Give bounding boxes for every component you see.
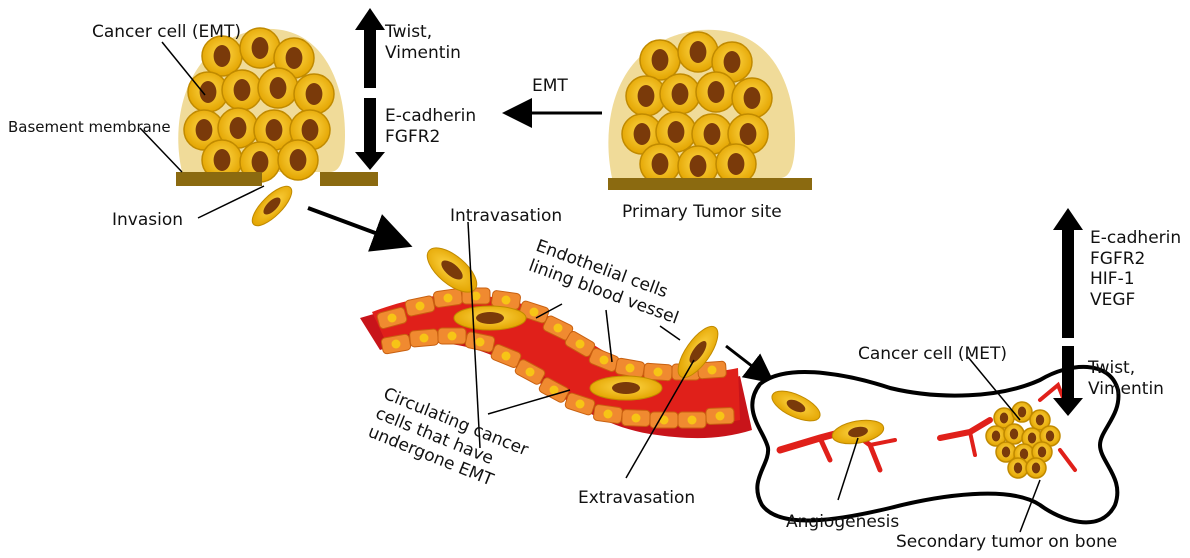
met-up-arrow: [1053, 208, 1083, 338]
secondary-nucleus: [992, 431, 1000, 442]
endothelial-nucleus: [626, 364, 635, 373]
endothelial-nucleus: [526, 368, 535, 377]
emt-tumor-cluster: [178, 28, 345, 182]
emt-label: EMT: [532, 76, 568, 97]
emt-up-arrow: [355, 8, 385, 88]
invasion-to-vessel-arrow: [308, 208, 405, 244]
invasion-label: Invasion: [112, 210, 183, 231]
emt-cell-nucleus: [290, 149, 307, 171]
secondary-nucleus: [1002, 447, 1010, 458]
emt-cell-nucleus: [230, 117, 247, 139]
emt-down-arrow: [355, 98, 385, 170]
primary-cell-nucleus: [704, 123, 721, 145]
intravasation-label: Intravasation: [450, 206, 562, 227]
primary-cell-nucleus: [672, 83, 689, 105]
primary-tumor-site-label: Primary Tumor site: [622, 202, 782, 223]
emt-cell-nucleus: [252, 151, 269, 173]
basement-membrane-label: Basement membrane: [8, 118, 171, 136]
endothelial-nucleus: [576, 340, 585, 349]
endothelial-nucleus: [530, 308, 539, 317]
cancer-cell-emt-label: Cancer cell (EMT): [92, 22, 241, 43]
endothelial-nucleus: [502, 352, 511, 361]
endothelial-nucleus: [448, 332, 457, 341]
endothelial-nucleus: [554, 324, 563, 333]
primary-cell-nucleus: [740, 123, 757, 145]
basement-membrane-right: [608, 178, 812, 190]
secondary-nucleus: [1038, 447, 1046, 458]
secondary-nucleus: [1046, 431, 1054, 442]
extravasation-label: Extravasation: [578, 488, 695, 509]
basement-membrane-left: [176, 172, 378, 186]
emt-cell-nucleus: [214, 45, 231, 67]
twist-vimentin-up-label: Twist, Vimentin: [385, 22, 461, 63]
secondary-nucleus: [1018, 407, 1026, 418]
angiogenesis-label: Angiogenesis: [786, 512, 899, 533]
primary-cell-nucleus: [638, 85, 655, 107]
emt-cell-nucleus: [286, 47, 303, 69]
primary-cell-nucleus: [724, 51, 741, 73]
endothelial-nucleus: [716, 412, 725, 421]
endothelial-nucleus: [708, 366, 717, 375]
endothelial-nucleus: [502, 296, 511, 305]
primary-cell-nucleus: [708, 81, 725, 103]
emt-cell-nucleus: [234, 79, 251, 101]
primary-tumor-cluster: [608, 30, 812, 190]
emt-cell-nucleus: [306, 83, 323, 105]
primary-cell-nucleus: [652, 153, 669, 175]
primary-cell-nucleus: [634, 123, 651, 145]
emt-cell-nucleus: [196, 119, 213, 141]
endothelial-nucleus: [392, 340, 401, 349]
primary-cell-nucleus: [728, 153, 745, 175]
secondary-nucleus: [1000, 413, 1008, 424]
endothelial-nucleus: [632, 414, 641, 423]
endothelial-nucleus: [444, 294, 453, 303]
circulating-cell-1: [454, 306, 526, 330]
secondary-nucleus: [1032, 463, 1040, 474]
ecadherin-fgfr2-down-label: E-cadherin FGFR2: [385, 106, 476, 147]
secondary-nucleus: [1028, 433, 1036, 444]
endothelial-nucleus: [416, 302, 425, 311]
secondary-nucleus: [1010, 429, 1018, 440]
cancer-cell-met-label: Cancer cell (MET): [858, 344, 1007, 365]
met-up-markers-label: E-cadherin FGFR2 HIF-1 VEGF: [1090, 228, 1181, 311]
met-down-markers-label: Twist, Vimentin: [1088, 358, 1164, 399]
secondary-nucleus: [1036, 415, 1044, 426]
endothelial-nucleus: [420, 334, 429, 343]
emt-cell-nucleus: [302, 119, 319, 141]
invading-cell: [247, 181, 298, 232]
primary-cell-nucleus: [690, 41, 707, 63]
secondary-tumor-label: Secondary tumor on bone: [896, 532, 1117, 553]
endothelial-nucleus: [654, 368, 663, 377]
secondary-nucleus: [1014, 463, 1022, 474]
circulating-cell-2: [590, 376, 662, 400]
emt-cell-nucleus: [214, 149, 231, 171]
primary-cell-nucleus: [690, 155, 707, 177]
endothelial-nucleus: [388, 314, 397, 323]
primary-cell-nucleus: [652, 49, 669, 71]
endothelial-nucleus: [604, 410, 613, 419]
endothelial-nucleus: [472, 292, 481, 301]
emt-cell-nucleus: [270, 77, 287, 99]
endothelial-nucleus: [600, 356, 609, 365]
endothelial-nucleus: [576, 400, 585, 409]
emt-cell-nucleus: [252, 37, 269, 59]
endothelial-nucleus: [688, 416, 697, 425]
emt-cell-nucleus: [266, 119, 283, 141]
primary-cell-nucleus: [744, 87, 761, 109]
primary-cell-nucleus: [668, 121, 685, 143]
endothelial-nucleus: [476, 338, 485, 347]
